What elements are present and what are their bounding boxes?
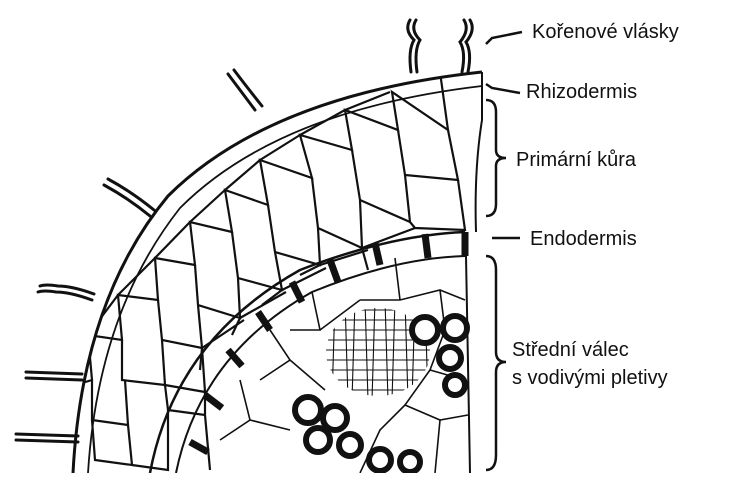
label-pointers: [486, 32, 522, 470]
central-core-cells: [326, 300, 430, 400]
rhizodermis-outline: [73, 72, 482, 473]
cortex-cells: [75, 72, 465, 470]
root-hairs-label: Kořenové vlásky: [532, 21, 679, 43]
central-cylinder-label-line1: Střední válec: [512, 339, 629, 361]
stele-right-edge: [466, 256, 470, 473]
root-hairs-pointer: [486, 32, 522, 44]
section-right-edge: [476, 72, 482, 232]
stele-brace: [486, 256, 506, 470]
rhizodermis-label: Rhizodermis: [526, 81, 637, 103]
endodermis-label: Endodermis: [530, 228, 637, 250]
rhizodermis-pointer: [486, 84, 520, 93]
cortex-brace: [486, 100, 506, 216]
central-cylinder-label-line2: s vodivými pletivy: [512, 367, 668, 389]
primary-cortex-label: Primární kůra: [516, 149, 637, 171]
